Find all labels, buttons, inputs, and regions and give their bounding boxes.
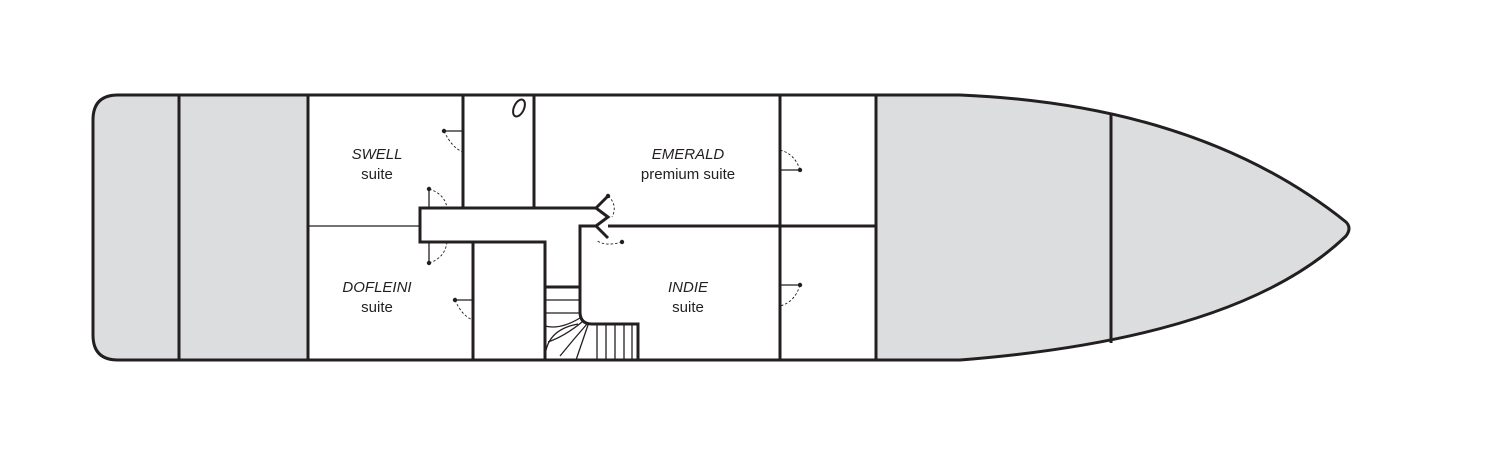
toilet-icon [512, 98, 526, 118]
corridor-fork-top [594, 194, 610, 210]
door-icon [426, 241, 448, 266]
door-icon [605, 193, 615, 218]
door-icon [452, 297, 474, 321]
cabin-type-indie: suite [672, 299, 704, 316]
staircase-icon [544, 287, 640, 361]
corridor-fork-bottom [594, 224, 610, 240]
cabin-type-swell: suite [361, 166, 393, 183]
corridor [418, 206, 611, 289]
cabin-type-emerald: premium suite [641, 166, 735, 183]
cabin-name-emerald: EMERALD [652, 146, 725, 163]
cabin-name-indie: INDIE [668, 279, 709, 296]
cabin-name-swell: SWELL [352, 146, 403, 163]
cabin-name-dofleini: DOFLEINI [342, 279, 411, 296]
door-icon [595, 239, 625, 245]
door-icon [779, 282, 803, 307]
door-icon [779, 149, 803, 173]
door-icon [426, 186, 448, 209]
stern-area [91, 93, 310, 362]
door-icon [441, 128, 464, 153]
cabin-type-dofleini: suite [361, 299, 393, 316]
